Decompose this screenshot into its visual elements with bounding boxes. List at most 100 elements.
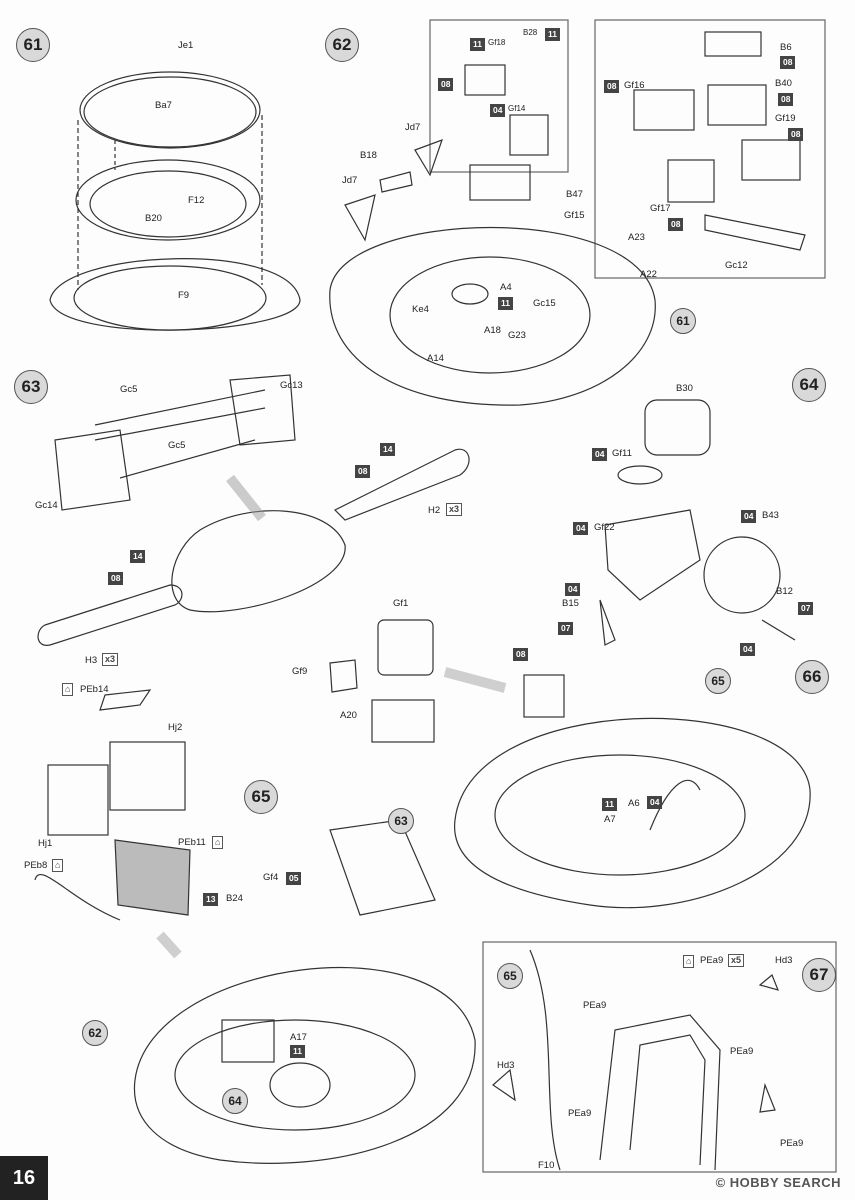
part-label: Gf22 bbox=[594, 522, 615, 533]
step-61-badge: 61 bbox=[16, 28, 50, 62]
part-label: PEb14 bbox=[80, 684, 109, 695]
part-label: A23 bbox=[628, 232, 645, 243]
step-ref-61: 61 bbox=[670, 308, 696, 334]
part-label: Gc12 bbox=[725, 260, 748, 271]
part-label: B43 bbox=[762, 510, 779, 521]
part-label: Jd7 bbox=[342, 175, 358, 186]
part-label: Hj1 bbox=[38, 838, 53, 849]
part-label: H2 bbox=[428, 505, 441, 516]
part-label: Gc13 bbox=[280, 380, 303, 391]
paint-code: 13 bbox=[203, 893, 219, 906]
paint-code: 08 bbox=[778, 93, 794, 106]
ring-ba7 bbox=[79, 71, 261, 149]
rack-63 bbox=[329, 819, 436, 916]
part-label: Gc14 bbox=[35, 500, 58, 511]
paint-code: 04 bbox=[565, 583, 581, 596]
paint-code: 11 bbox=[602, 798, 617, 811]
gf1-assembled bbox=[523, 674, 565, 718]
paint-code: 08 bbox=[668, 218, 684, 231]
paint-code: 08 bbox=[780, 56, 796, 69]
step-62-badge: 62 bbox=[325, 28, 359, 62]
part-label: PEa9 bbox=[700, 955, 724, 966]
part-label: Gf16 bbox=[624, 80, 645, 91]
b43 bbox=[703, 536, 781, 614]
watermark: © HOBBY SEARCH bbox=[715, 1175, 841, 1190]
part-label: Je1 bbox=[178, 40, 194, 51]
paint-code: 04 bbox=[740, 643, 756, 656]
part-label: Hj2 bbox=[168, 722, 183, 733]
paint-code: 05 bbox=[286, 872, 302, 885]
part-label: A7 bbox=[604, 814, 616, 825]
part-label: B30 bbox=[676, 383, 693, 394]
step-67-badge: 67 bbox=[802, 958, 836, 992]
step-ref-64: 64 bbox=[222, 1088, 248, 1114]
paint-code: 14 bbox=[380, 443, 396, 456]
part-label: B28 bbox=[523, 28, 538, 37]
part-label: Gc5 bbox=[168, 440, 186, 451]
part-label: Gc15 bbox=[533, 298, 556, 309]
part-label: PEa9 bbox=[730, 1046, 754, 1057]
part-label: F10 bbox=[538, 1160, 555, 1171]
step-ref-65: 65 bbox=[705, 668, 731, 694]
part-label: B47 bbox=[566, 189, 583, 200]
photo-etch-icon: ⌂ bbox=[52, 859, 64, 872]
part-label: Gf9 bbox=[292, 666, 308, 677]
part-label: B40 bbox=[775, 78, 792, 89]
part-label: B20 bbox=[145, 213, 162, 224]
part-label: B15 bbox=[562, 598, 579, 609]
shell-h3 bbox=[37, 584, 183, 646]
part-label: Gf14 bbox=[508, 104, 526, 113]
box-a17 bbox=[221, 1019, 275, 1063]
paint-code: 08 bbox=[788, 128, 804, 141]
plate-f9 bbox=[49, 258, 301, 331]
part-label: F12 bbox=[188, 195, 205, 206]
paint-code: 04 bbox=[592, 448, 608, 461]
part-label: Gf4 bbox=[263, 872, 279, 883]
hj1 bbox=[47, 764, 109, 836]
step-ref-65: 65 bbox=[497, 963, 523, 989]
photo-etch-icon: ⌂ bbox=[62, 683, 74, 696]
paint-code: 04 bbox=[490, 104, 506, 117]
part-label: B12 bbox=[776, 586, 793, 597]
paint-code: 14 bbox=[130, 550, 146, 563]
paint-code: 11 bbox=[545, 28, 560, 41]
part-label: PEb8 bbox=[24, 860, 48, 871]
part-label: Gc5 bbox=[120, 384, 138, 395]
part-label: Hd3 bbox=[497, 1060, 515, 1071]
part-label: A22 bbox=[640, 269, 657, 280]
part-label: Jd7 bbox=[405, 122, 421, 133]
paint-code: 08 bbox=[438, 78, 454, 91]
part-label: G23 bbox=[508, 330, 526, 341]
hj2 bbox=[109, 741, 186, 811]
page-number: 16 bbox=[0, 1156, 48, 1200]
part-label: Gf11 bbox=[612, 448, 632, 459]
paint-code: 08 bbox=[355, 465, 371, 478]
photo-etch-icon: ⌂ bbox=[212, 836, 224, 849]
step-65-badge: 65 bbox=[244, 780, 278, 814]
part-label: PEa9 bbox=[568, 1108, 592, 1119]
part-label: H3 bbox=[85, 655, 98, 666]
ring-f12 bbox=[75, 159, 261, 241]
shell-h2 bbox=[333, 448, 470, 521]
a20 bbox=[371, 699, 435, 743]
part-label: B24 bbox=[226, 893, 243, 904]
part-label: Ba7 bbox=[155, 100, 172, 111]
part-label: PEa9 bbox=[583, 1000, 607, 1011]
part-label: A4 bbox=[500, 282, 512, 293]
paint-code: 08 bbox=[513, 648, 529, 661]
paint-code: 07 bbox=[558, 622, 574, 635]
paint-code: 07 bbox=[798, 602, 814, 615]
part-label: Hd3 bbox=[775, 955, 793, 966]
part-label: Gf18 bbox=[488, 38, 506, 47]
part-label: A20 bbox=[340, 710, 357, 721]
paint-code: 04 bbox=[573, 522, 589, 535]
part-label: PEb11 bbox=[178, 837, 206, 848]
step-63-badge: 63 bbox=[14, 370, 48, 404]
part-label: A17 bbox=[290, 1032, 307, 1043]
part-label: Gf1 bbox=[393, 598, 409, 609]
quantity-x3: x3 bbox=[446, 503, 463, 516]
b30 bbox=[644, 399, 711, 456]
photo-etch-icon: ⌂ bbox=[683, 955, 695, 968]
step-64-badge: 64 bbox=[792, 368, 826, 402]
